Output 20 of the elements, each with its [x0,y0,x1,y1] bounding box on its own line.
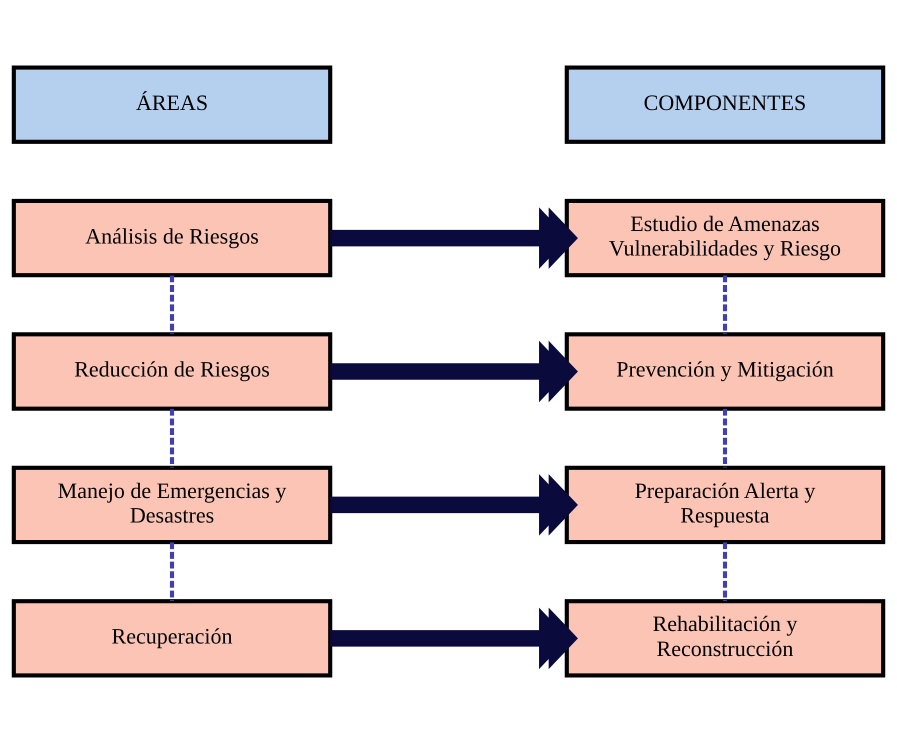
node-box: ÁREAS [12,64,332,144]
node-box: Manejo de Emergencias y Desastres [12,465,332,544]
arrow [330,607,578,669]
arrow [330,340,578,402]
connector [170,275,174,334]
arrow [330,474,578,536]
node-box: Estudio de Amenazas Vulnerabilidades y Riesgo [564,198,886,277]
node-box: Análisis de Riesgos [12,198,332,277]
connector [170,542,174,601]
connector [722,408,728,468]
node-box: Reducción de Riesgos [12,332,332,410]
node-box: Recuperación [12,598,332,678]
connector [170,408,174,468]
node-box: COMPONENTES [564,64,886,144]
node-box: Preparación Alerta y Respuesta [564,465,886,544]
connector [722,275,728,334]
node-box: Rehabilitación y Reconstrucción [564,598,886,678]
arrow [330,206,578,268]
connector [722,542,728,601]
node-box: Prevención y Mitigación [564,332,886,410]
